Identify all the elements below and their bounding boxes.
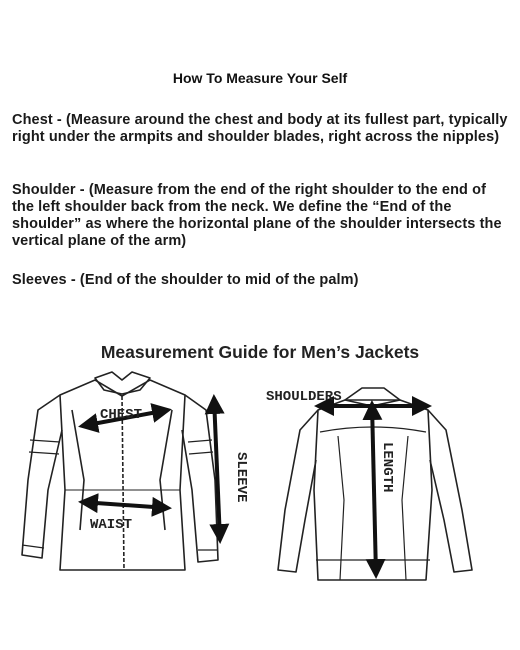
sleeve-arrow bbox=[204, 394, 230, 544]
page-heading: How To Measure Your Self bbox=[172, 70, 348, 86]
chest-instruction: Chest - (Measure around the chest and bo… bbox=[12, 112, 508, 145]
length-arrow bbox=[362, 400, 386, 579]
jacket-measurement-illustration: CHEST WAIST SLEEVE SHOULDERS LENGTH bbox=[21, 371, 473, 581]
shoulders-label: SHOULDERS bbox=[266, 389, 342, 405]
length-label: LENGTH bbox=[379, 442, 395, 492]
waist-label: WAIST bbox=[90, 517, 132, 533]
sleeve-label: SLEEVE bbox=[233, 452, 249, 502]
sleeves-instruction: Sleeves - (End of the shoulder to mid of… bbox=[12, 272, 359, 288]
waist-arrow bbox=[78, 493, 172, 517]
chest-label: CHEST bbox=[100, 407, 142, 423]
front-jacket-drawing bbox=[21, 371, 219, 571]
guide-title: Measurement Guide for Men’s Jackets bbox=[100, 342, 420, 362]
chest-arrow bbox=[78, 403, 172, 433]
shoulder-instruction: Shoulder - (Measure from the end of the … bbox=[12, 182, 502, 249]
